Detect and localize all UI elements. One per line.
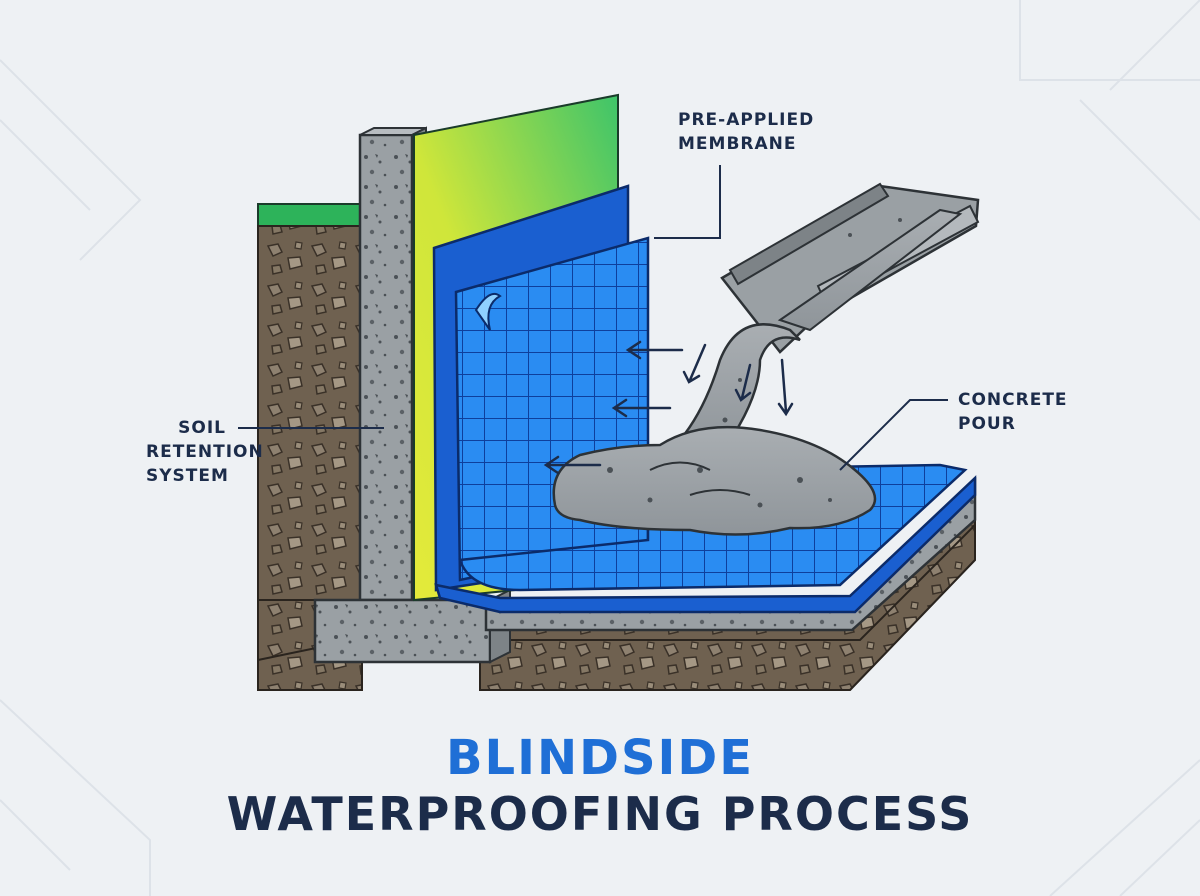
brand-logo-text: BLINDSIDE	[445, 730, 755, 786]
flow-arrow-5	[734, 363, 752, 402]
flow-arrow-3	[543, 455, 602, 475]
brand-title: WATERPROOFING PROCESS	[226, 787, 974, 841]
flow-arrow-2	[611, 398, 672, 418]
membrane-curl	[474, 292, 502, 331]
label-pre-applied-membrane: PRE-APPLIED MEMBRANE	[678, 110, 815, 154]
leader-concrete	[839, 399, 948, 471]
flow-arrow-1	[625, 340, 684, 360]
flow-arrow-4	[682, 343, 707, 384]
brand-logo: BLINDSIDE	[0, 728, 1200, 788]
retaining-wall	[358, 133, 414, 602]
grass-strip	[257, 203, 361, 227]
label-soil-retention-system: SOIL RETENTION SYSTEM	[146, 418, 264, 486]
concrete-pile	[552, 425, 877, 536]
leader-membrane	[654, 165, 721, 239]
footing	[313, 598, 492, 664]
label-concrete-pour: CONCRETE POUR	[958, 390, 1068, 434]
soil-block	[257, 225, 363, 691]
flow-arrow-6	[777, 358, 794, 417]
